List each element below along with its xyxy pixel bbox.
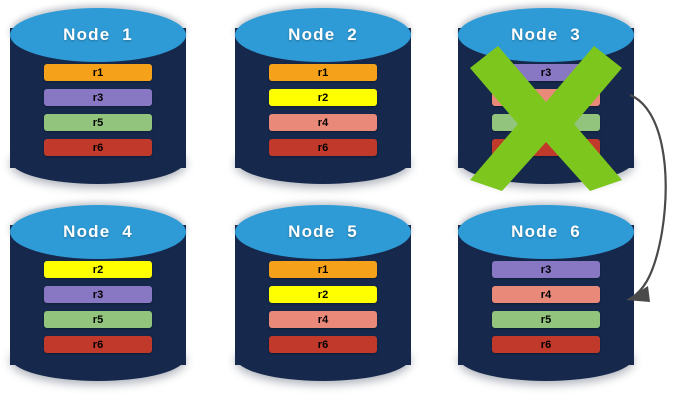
replica-label: r3 bbox=[92, 91, 104, 104]
database-node-4[interactable]: Node 4 r2 r3 r5 r6 bbox=[10, 205, 186, 383]
replica-bar[interactable]: r4 bbox=[492, 286, 600, 303]
replica-bar[interactable]: r6 bbox=[44, 336, 152, 353]
cylinder-top bbox=[235, 8, 411, 62]
replica-label: r2 bbox=[317, 91, 329, 104]
replica-bar[interactable]: r1 bbox=[269, 261, 377, 278]
replica-bar[interactable]: r1 bbox=[269, 64, 377, 81]
database-node-5[interactable]: Node 5 r1 r2 r4 r6 bbox=[235, 205, 411, 383]
replica-list: r1 r2 r4 r6 bbox=[269, 64, 377, 156]
node-label: Node 4 bbox=[63, 222, 133, 241]
database-node-1[interactable]: Node 1 r1 r3 r5 r6 bbox=[10, 8, 186, 186]
replica-label: r1 bbox=[317, 66, 329, 79]
replica-bar[interactable]: r3 bbox=[492, 64, 600, 81]
replica-list: r1 r2 r4 r6 bbox=[269, 261, 377, 353]
replica-bar[interactable]: r1 bbox=[44, 64, 152, 81]
replica-list: r3 r4 r5 r6 bbox=[492, 64, 600, 156]
database-node-6[interactable]: Node 6 r3 r4 r5 r6 bbox=[458, 205, 634, 383]
replica-label: r5 bbox=[92, 313, 104, 326]
replica-label: r5 bbox=[540, 313, 552, 326]
replica-label: r3 bbox=[540, 263, 552, 276]
replica-bar[interactable]: r4 bbox=[269, 311, 377, 328]
replica-bar[interactable]: r6 bbox=[492, 139, 600, 156]
replica-bar[interactable]: r2 bbox=[44, 261, 152, 278]
replica-label: r6 bbox=[540, 338, 552, 351]
database-node-3[interactable]: Node 3 r3 r4 r5 r6 bbox=[458, 8, 634, 186]
replica-label: r6 bbox=[92, 141, 104, 154]
replica-bar[interactable]: r2 bbox=[269, 89, 377, 106]
replica-bar[interactable]: r6 bbox=[269, 139, 377, 156]
replica-label: r3 bbox=[92, 288, 104, 301]
replica-bar[interactable]: r6 bbox=[269, 336, 377, 353]
replica-label: r6 bbox=[317, 141, 329, 154]
replica-label: r2 bbox=[92, 263, 104, 276]
replica-label: r4 bbox=[317, 116, 329, 129]
replica-bar[interactable]: r5 bbox=[492, 311, 600, 328]
replica-bar[interactable]: r4 bbox=[492, 89, 600, 106]
replica-label: r4 bbox=[317, 313, 329, 326]
replica-label: r5 bbox=[92, 116, 104, 129]
replica-bar[interactable]: r3 bbox=[44, 286, 152, 303]
database-node-2[interactable]: Node 2 r1 r2 r4 r6 bbox=[235, 8, 411, 186]
replica-list: r3 r4 r5 r6 bbox=[492, 261, 600, 353]
cylinder-top bbox=[10, 8, 186, 62]
replica-bar[interactable]: r6 bbox=[492, 336, 600, 353]
cylinder-top bbox=[10, 205, 186, 259]
replica-label: r6 bbox=[92, 338, 104, 351]
node-label: Node 5 bbox=[288, 222, 358, 241]
replica-label: r1 bbox=[317, 263, 329, 276]
replica-label: r3 bbox=[540, 66, 552, 79]
cylinder-top bbox=[458, 205, 634, 259]
node-label: Node 2 bbox=[288, 25, 358, 44]
replica-bar[interactable]: r5 bbox=[44, 311, 152, 328]
replica-label: r1 bbox=[92, 66, 104, 79]
node-label: Node 3 bbox=[511, 25, 581, 44]
replica-label: r2 bbox=[317, 288, 329, 301]
replica-bar[interactable]: r3 bbox=[44, 89, 152, 106]
replica-bar[interactable]: r2 bbox=[269, 286, 377, 303]
replica-bar[interactable]: r3 bbox=[492, 261, 600, 278]
replica-list: r2 r3 r5 r6 bbox=[44, 261, 152, 353]
replica-bar[interactable]: r6 bbox=[44, 139, 152, 156]
node-label: Node 1 bbox=[63, 25, 133, 44]
replica-bar[interactable]: r4 bbox=[269, 114, 377, 131]
replica-bar[interactable]: r5 bbox=[44, 114, 152, 131]
replica-bar[interactable]: r5 bbox=[492, 114, 600, 131]
node-label: Node 6 bbox=[511, 222, 581, 241]
cylinder-top bbox=[235, 205, 411, 259]
replica-label: r4 bbox=[540, 288, 552, 301]
replica-label: r6 bbox=[317, 338, 329, 351]
replica-list: r1 r3 r5 r6 bbox=[44, 64, 152, 156]
